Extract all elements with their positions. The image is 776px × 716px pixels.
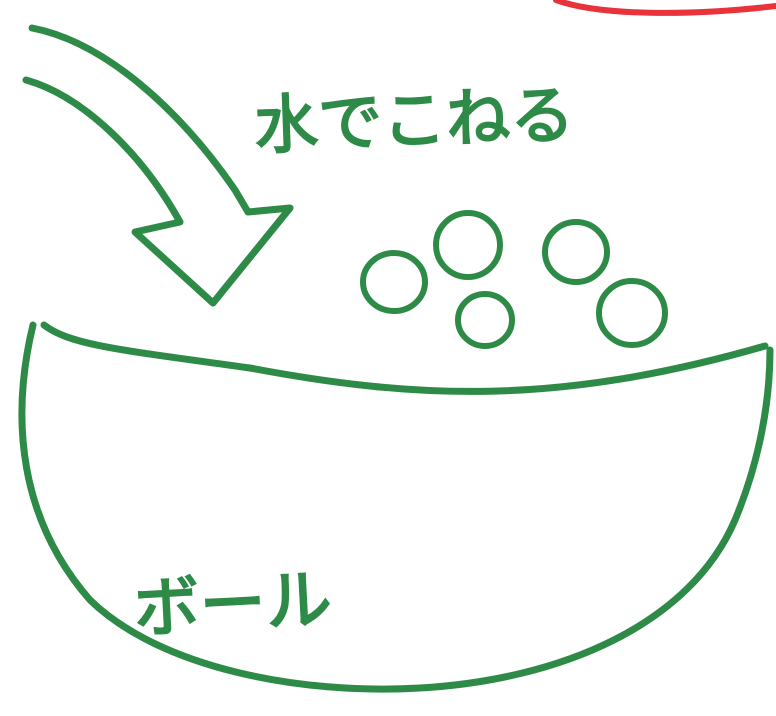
pour-arrow-icon: [22, 24, 294, 307]
dough-ball: [455, 291, 515, 349]
instruction-text: 水でこねる: [253, 79, 575, 164]
dough-balls: [360, 210, 668, 349]
dough-ball: [433, 210, 503, 280]
bowl-body: [18, 321, 774, 693]
bowl-rim: [40, 321, 769, 395]
dough-ball: [542, 219, 610, 285]
dough-ball: [360, 250, 428, 314]
bowl-label: ボール: [132, 561, 334, 648]
dough-ball: [596, 278, 668, 348]
red-corner-line: [553, 0, 776, 16]
